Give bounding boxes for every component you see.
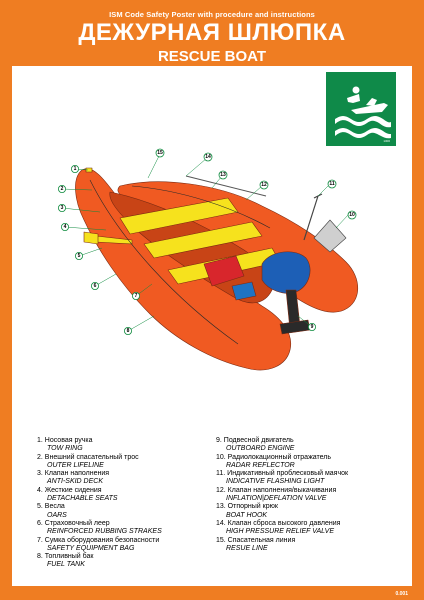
- legend-item-ru: 5. Весла: [37, 503, 65, 511]
- callout-13-label: 13: [220, 172, 226, 178]
- legend-item-en: RADAR REFLECTOR: [226, 461, 295, 469]
- callout-7: 7: [131, 291, 140, 300]
- callout-6-label: 6: [94, 283, 97, 289]
- callout-2-label: 2: [61, 186, 64, 192]
- callout-6: 6: [91, 281, 100, 290]
- legend-item-ru: 10. Радиолокационный отражатель: [216, 453, 332, 461]
- sign-background: 1300: [326, 72, 396, 146]
- legend-item-en: REINFORCED RUBBING STRAKES: [47, 528, 162, 536]
- legend-item-ru: 15. Спасательная линия: [216, 536, 296, 544]
- legend-item-ru: 13. Отпорный крюк: [216, 503, 278, 511]
- legend-item-ru: 2. Внешний спасательный трос: [37, 453, 139, 461]
- boat-hook: [185, 175, 267, 197]
- callout-3-label: 3: [61, 205, 64, 211]
- callout-1-label: 1: [74, 166, 77, 172]
- legend-item-en: FUEL TANK: [47, 561, 85, 569]
- callout-7-label: 7: [135, 293, 138, 299]
- legend-item-ru: 3. Клапан наполнения: [37, 470, 110, 478]
- legend-item-ru: 4. Жесткие сидения: [37, 486, 102, 494]
- callout-5-label: 5: [78, 253, 81, 259]
- legend-item-ru: 7. Сумка оборудования безопасности: [37, 536, 160, 544]
- callout-8: 8: [124, 326, 133, 335]
- poster-title-ru: ДЕЖУРНАЯ ШЛЮПКА: [78, 19, 346, 46]
- legend-item-en: RESUE LINE: [226, 544, 268, 552]
- legend-item-en: DETACHABLE SEATS: [47, 495, 118, 503]
- outer-lifeline: [89, 179, 271, 345]
- poster-subtitle: ISM Code Safety Poster with procedure an…: [109, 10, 315, 19]
- legend-item-ru: 14. Клапан сброса высокого давления: [216, 519, 341, 527]
- legend-item-ru: 1. Носовая ручка: [37, 437, 93, 444]
- callout-9-label: 9: [311, 324, 314, 330]
- legend-item-ru: 9. Подвесной двигатель: [216, 437, 294, 444]
- callout-3: 3: [58, 203, 67, 212]
- fuel-tank: [203, 255, 245, 287]
- safety-equipment-bag: [231, 281, 257, 301]
- callout-15: 15: [155, 148, 165, 158]
- poster-code: 0.001: [395, 591, 408, 597]
- callout-4-label: 4: [64, 224, 67, 230]
- sign-code: 1300: [383, 139, 390, 143]
- detachable-seats: [119, 197, 281, 285]
- legend-item-en: INFLATION|DEFLATION VALVE: [226, 495, 327, 503]
- callout-8-label: 8: [127, 328, 130, 334]
- callout-10-label: 10: [349, 212, 355, 218]
- oars: [83, 231, 133, 245]
- legend-item-en: SAFETY EQUIPMENT BAG: [47, 544, 135, 552]
- callout-2: 2: [58, 184, 67, 193]
- outboard-engine: [261, 251, 311, 335]
- legend-item-en: OARS: [47, 511, 67, 519]
- callout-leaders: [61, 153, 349, 332]
- callout-15-label: 15: [157, 150, 163, 156]
- legend-item-en: INDICATIVE FLASHING LIGHT: [226, 478, 325, 486]
- legend-item-en: ANTI-SKID DECK: [47, 478, 104, 486]
- callout-12-label: 12: [261, 182, 267, 188]
- callout-10: 10: [347, 210, 357, 220]
- rescue-boat-sign: 1300: [324, 70, 398, 148]
- legend-item-en: OUTBOARD ENGINE: [226, 445, 295, 453]
- legend-item-en: BOAT HOOK: [226, 511, 268, 519]
- callout-12: 12: [259, 180, 269, 190]
- legend-item-ru: 12. Клапан наполнения/выкачивания: [216, 486, 337, 494]
- legend-item-en: OUTER LIFELINE: [47, 461, 104, 469]
- callout-markers: 1 2 3 4 5 6 7 8 9 10 11 12 13 14 15: [58, 148, 357, 335]
- callout-11-label: 11: [329, 181, 335, 187]
- callout-11: 11: [327, 179, 337, 189]
- legend-item-ru: 6. Страховочный леер: [37, 519, 110, 527]
- legend-item-en: TOW RING: [47, 445, 83, 453]
- radar-reflector: [313, 219, 347, 253]
- callout-1: 1: [71, 164, 80, 173]
- poster-header: ISM Code Safety Poster with procedure an…: [0, 0, 424, 70]
- legend-item-ru: 8. Топливный бак: [37, 553, 94, 561]
- rescue-boat-sign-icon: 1300: [335, 86, 391, 143]
- callout-5: 5: [75, 251, 84, 260]
- callout-14-label: 14: [205, 154, 211, 160]
- callout-9: 9: [307, 322, 316, 331]
- legend-item-en: HIGH PRESSURE RELIEF VALVE: [226, 528, 335, 536]
- legend-item-ru: 11. Индикативный проблесковый маячок: [216, 470, 349, 478]
- callout-13: 13: [218, 170, 228, 180]
- callout-14: 14: [203, 152, 213, 162]
- boat-illustration: [75, 167, 358, 371]
- poster-title-en: RESCUE BOAT: [157, 48, 267, 65]
- callout-4: 4: [61, 222, 70, 231]
